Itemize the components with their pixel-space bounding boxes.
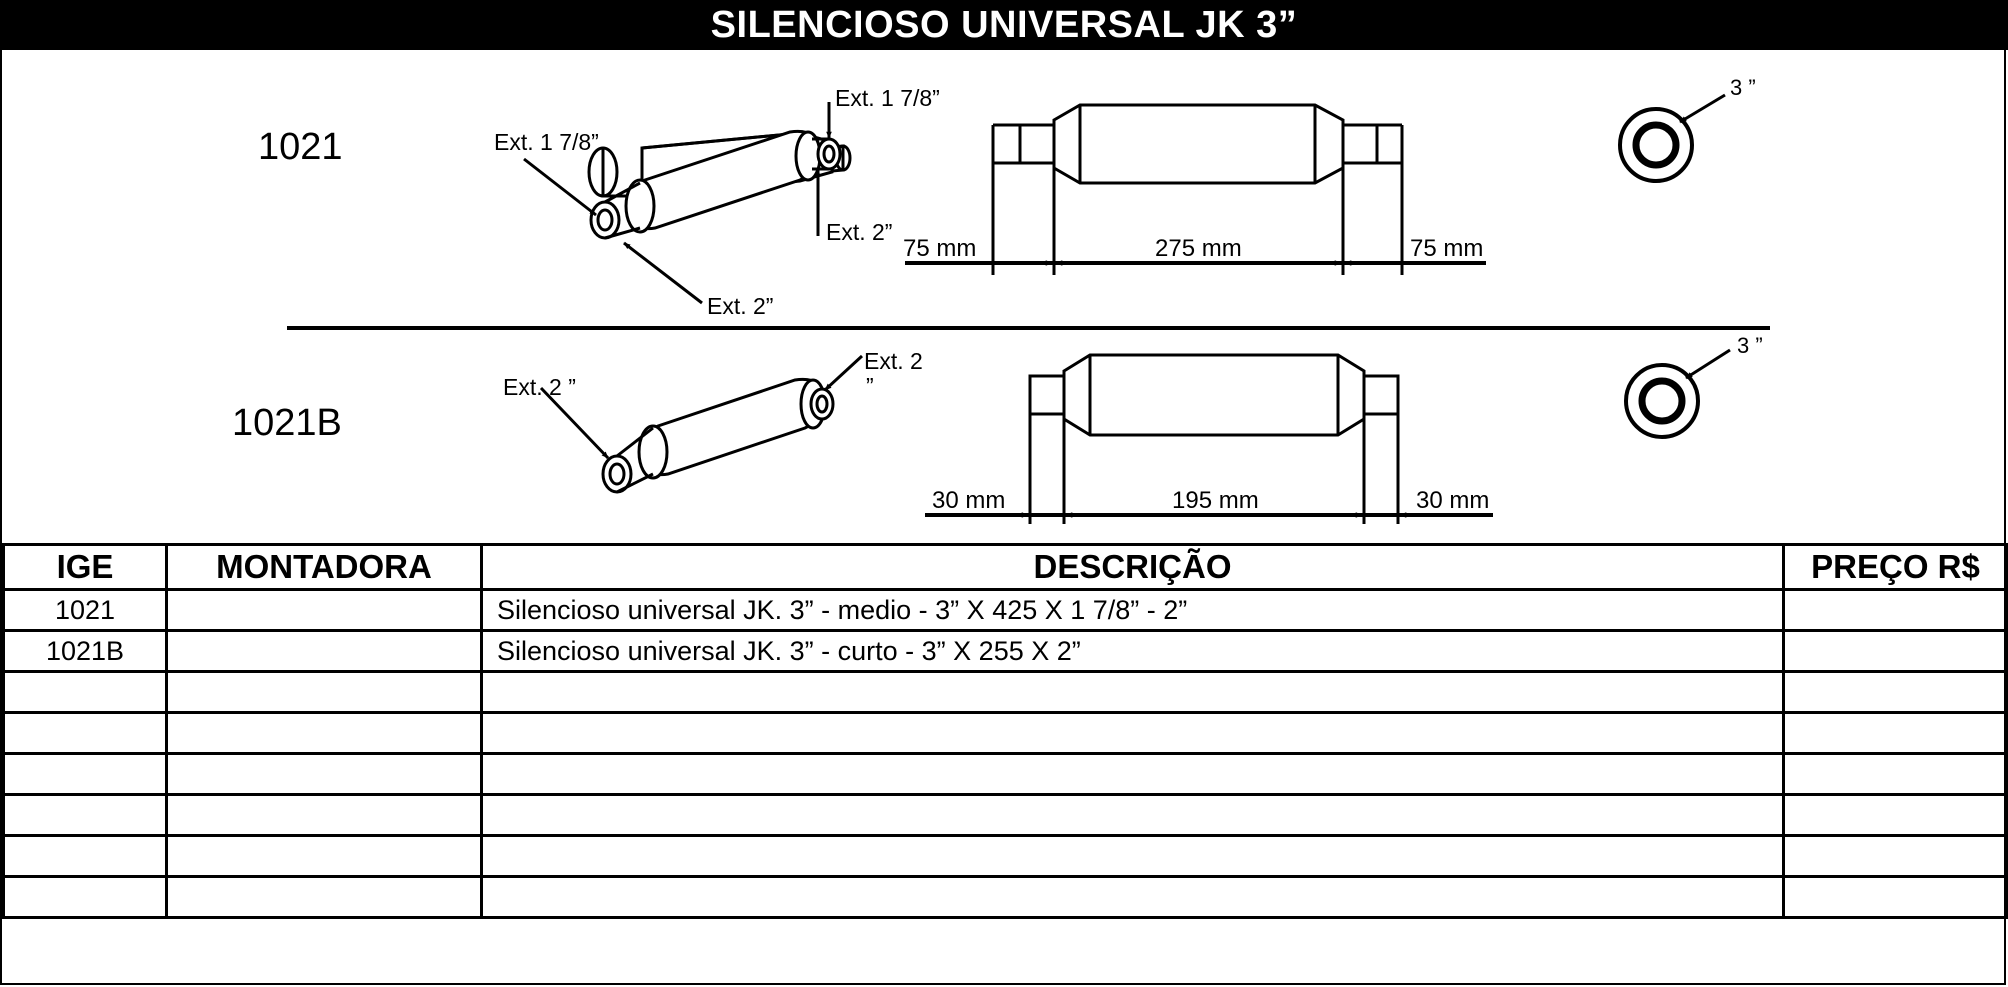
cell-preco [1782,793,2008,837]
cell-descricao [480,670,1785,714]
callout-outlet-1021b-line1: Ext. 2 [864,348,923,374]
end-view-1021 [1618,93,1726,183]
cell-descricao [480,834,1785,878]
table-header-row: IGE MONTADORA DESCRIÇÃO PREÇO R$ [2,543,2008,591]
dim-left-1021: 75 mm [903,235,976,262]
cell-ige [2,875,168,919]
cell-preco [1782,670,2008,714]
cell-descricao [480,752,1785,796]
dim-right-1021b: 30 mm [1416,487,1489,514]
cell-descricao: Silencioso universal JK. 3” - curto - 3”… [480,629,1785,673]
callouts-1021b [539,354,864,460]
cell-ige [2,670,168,714]
callout-outlet-top-1021: Ext. 1 7/8” [835,85,940,111]
callouts-1021 [523,102,832,305]
cell-ige [2,834,168,878]
dim-right-1021: 75 mm [1410,235,1483,262]
cell-ige [2,793,168,837]
cell-descricao: Silencioso universal JK. 3” - medio - 3”… [480,588,1785,632]
cell-preco [1782,752,2008,796]
end-view-label-1021: 3 ” [1730,75,1756,100]
cell-ige [2,752,168,796]
cell-ige [2,711,168,755]
callout-outlet-bottom-1021: Ext. 2” [826,219,892,245]
table-row: 1021B Silencioso universal JK. 3” - curt… [2,629,2008,673]
table-row [2,834,2008,878]
cell-descricao [480,793,1785,837]
header-montadora: MONTADORA [165,543,483,591]
table-row [2,752,2008,796]
callout-inlet-top-1021: Ext. 1 7/8” [494,129,599,155]
parts-table: IGE MONTADORA DESCRIÇÃO PREÇO R$ 1021 Si… [2,543,2008,919]
cell-preco [1782,875,2008,919]
iso-muffler-1021b [601,377,835,494]
table-row: 1021 Silencioso universal JK. 3” - medio… [2,588,2008,632]
callout-outlet-1021b-line2: ” [866,373,874,399]
dim-center-1021b: 195 mm [1172,487,1259,514]
end-view-1021b [1624,348,1731,439]
side-view-1021 [905,103,1486,275]
page-title: SILENCIOSO UNIVERSAL JK 3” [0,0,2008,50]
callout-inlet-1021b: Ext. 2 ” [503,374,576,400]
cell-montadora [165,629,483,673]
product-code-1021: 1021 [258,126,343,168]
table-row [2,711,2008,755]
cell-montadora [165,752,483,796]
cell-montadora [165,793,483,837]
product-code-1021b: 1021B [232,402,342,444]
cell-montadora [165,711,483,755]
cell-preco [1782,711,2008,755]
cell-descricao [480,875,1785,919]
cell-montadora [165,834,483,878]
header-descricao: DESCRIÇÃO [480,543,1785,591]
cell-preco [1782,588,2008,632]
iso-muffler-1021-body [589,129,842,240]
cell-montadora [165,588,483,632]
sheet-frame [0,50,2006,985]
cell-preco [1782,629,2008,673]
header-ige: IGE [2,543,168,591]
cell-montadora [165,875,483,919]
cell-preco [1782,834,2008,878]
table-row [2,875,2008,919]
cell-montadora [165,670,483,714]
dim-left-1021b: 30 mm [932,487,1005,514]
end-view-label-1021b: 3 ” [1737,333,1763,358]
cell-descricao [480,711,1785,755]
table-row [2,670,2008,714]
header-preco: PREÇO R$ [1782,543,2008,591]
cell-ige: 1021B [2,629,168,673]
cell-ige: 1021 [2,588,168,632]
drawing-area: 1021 1021B [0,50,2008,542]
callout-inlet-bottom-1021: Ext. 2” [707,293,773,319]
muffler-drawings: Ext. 1 7/8” Ext. 2” Ext. 1 7/8” Ext. 2” [287,75,1770,524]
table-row [2,793,2008,837]
dim-center-1021: 275 mm [1155,235,1242,262]
